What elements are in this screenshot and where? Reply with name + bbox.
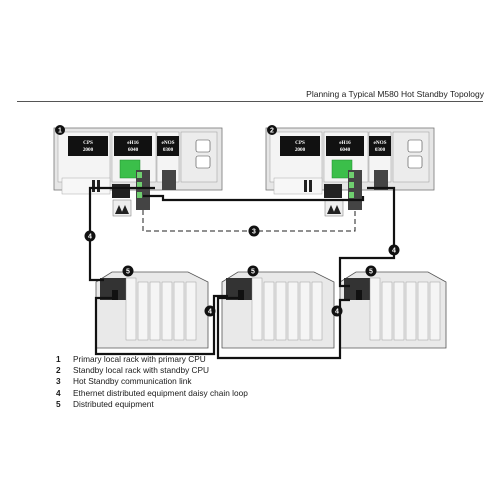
distributed-drop-2 bbox=[221, 271, 335, 349]
legend: 1 Primary local rack with primary CPU 2 … bbox=[56, 354, 248, 410]
legend-item: 1 Primary local rack with primary CPU bbox=[56, 354, 248, 365]
primary-cpu-label: eH16 bbox=[127, 140, 139, 146]
callout-equipment-2: 5 bbox=[247, 265, 259, 277]
standby-cps-model: 2000 bbox=[295, 147, 306, 153]
callout-chain-right: 4 bbox=[388, 244, 400, 256]
legend-text: Hot Standby communication link bbox=[73, 376, 192, 387]
legend-number: 1 bbox=[56, 354, 61, 364]
svg-text:4: 4 bbox=[208, 309, 212, 316]
legend-item: 3 Hot Standby communication link bbox=[56, 376, 248, 387]
callout-chain-mid-2: 4 bbox=[331, 305, 343, 317]
svg-text:5: 5 bbox=[126, 269, 130, 276]
title-rule bbox=[17, 101, 483, 102]
callout-equipment-1: 5 bbox=[122, 265, 134, 277]
primary-enos-label: eNOS bbox=[162, 140, 175, 146]
legend-item: 5 Distributed equipment bbox=[56, 399, 248, 410]
primary-cps-label: CPS bbox=[83, 140, 93, 146]
standby-enos-label: eNOS bbox=[374, 140, 387, 146]
svg-text:4: 4 bbox=[392, 248, 396, 255]
distributed-drop-1 bbox=[95, 271, 209, 349]
svg-text:2: 2 bbox=[270, 128, 274, 135]
legend-text: Distributed equipment bbox=[73, 398, 154, 409]
primary-cps-model: 2000 bbox=[83, 147, 94, 153]
callout-chain-left: 4 bbox=[84, 230, 96, 242]
page-title: Planning a Typical M580 Hot Standby Topo… bbox=[306, 89, 484, 99]
callout-standby: 2 bbox=[267, 125, 277, 135]
legend-number: 2 bbox=[56, 365, 61, 376]
callout-primary: 1 bbox=[55, 125, 65, 135]
primary-rack: CPS 2000 eH16 6040 eNOS 0300 bbox=[53, 127, 223, 217]
legend-item: 2 Standby local rack with standby CPU bbox=[56, 365, 248, 376]
legend-item: 4 Ethernet distributed equipment daisy c… bbox=[56, 388, 248, 399]
daisy-chain-loop bbox=[88, 186, 396, 360]
legend-text: Primary local rack with primary CPU bbox=[73, 354, 206, 364]
hot-standby-link bbox=[142, 210, 356, 232]
standby-cpu-model: 6040 bbox=[340, 147, 351, 153]
legend-number: 4 bbox=[56, 387, 61, 398]
legend-text: Standby local rack with standby CPU bbox=[73, 365, 210, 376]
legend-text: Ethernet distributed equipment daisy cha… bbox=[73, 387, 248, 398]
svg-text:4: 4 bbox=[88, 234, 92, 241]
callout-chain-mid-1: 4 bbox=[204, 305, 216, 317]
standby-cpu-label: eH16 bbox=[339, 140, 351, 146]
svg-text:5: 5 bbox=[251, 269, 255, 276]
primary-cpu-model: 6040 bbox=[128, 147, 139, 153]
callout-equipment-3: 5 bbox=[365, 265, 377, 277]
svg-text:4: 4 bbox=[335, 309, 339, 316]
primary-enos-model: 0300 bbox=[163, 147, 174, 153]
svg-text:3: 3 bbox=[252, 229, 256, 236]
svg-text:1: 1 bbox=[58, 128, 62, 135]
standby-cps-label: CPS bbox=[295, 140, 305, 146]
legend-number: 3 bbox=[56, 376, 61, 387]
standby-rack: CPS 2000 eH16 6040 eNOS 0300 bbox=[265, 127, 435, 217]
legend-number: 5 bbox=[56, 398, 61, 409]
callout-hot-standby-link: 3 bbox=[248, 225, 260, 237]
standby-enos-model: 0300 bbox=[375, 147, 386, 153]
distributed-drop-3 bbox=[339, 271, 447, 349]
svg-text:5: 5 bbox=[369, 269, 373, 276]
